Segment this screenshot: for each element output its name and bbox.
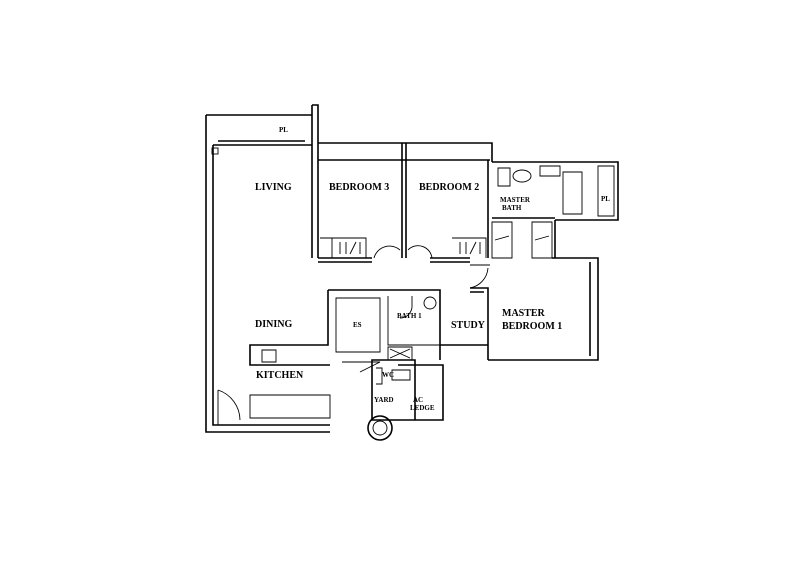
room-label-master-bath-line2: BATH bbox=[502, 204, 522, 212]
room-label-master-bath-line1: MASTER bbox=[500, 196, 531, 204]
room-label-bath-1: BATH 1 bbox=[397, 312, 422, 320]
room-label-pl-top: PL bbox=[279, 126, 288, 134]
room-label-pl-right: PL bbox=[601, 195, 610, 203]
room-label-ac-ledge-line1: AC bbox=[413, 396, 423, 404]
room-label-bedroom-2: BEDROOM 2 bbox=[419, 182, 479, 193]
room-label-ac-ledge-line2: LEDGE bbox=[410, 404, 435, 412]
room-label-study: STUDY bbox=[451, 320, 486, 331]
room-label-living: LIVING bbox=[255, 182, 292, 193]
walls bbox=[205, 104, 619, 441]
room-label-kitchen: KITCHEN bbox=[256, 370, 304, 381]
room-label-wc: WC bbox=[382, 371, 394, 379]
room-label-dining: DINING bbox=[255, 319, 292, 330]
room-label-es: ES bbox=[353, 321, 362, 329]
room-label-yard: YARD bbox=[374, 396, 394, 404]
room-label-bedroom-3: BEDROOM 3 bbox=[329, 182, 389, 193]
room-label-master-bedroom-line2: BEDROOM 1 bbox=[502, 321, 562, 332]
room-label-master-bedroom-line1: MASTER bbox=[502, 308, 546, 319]
